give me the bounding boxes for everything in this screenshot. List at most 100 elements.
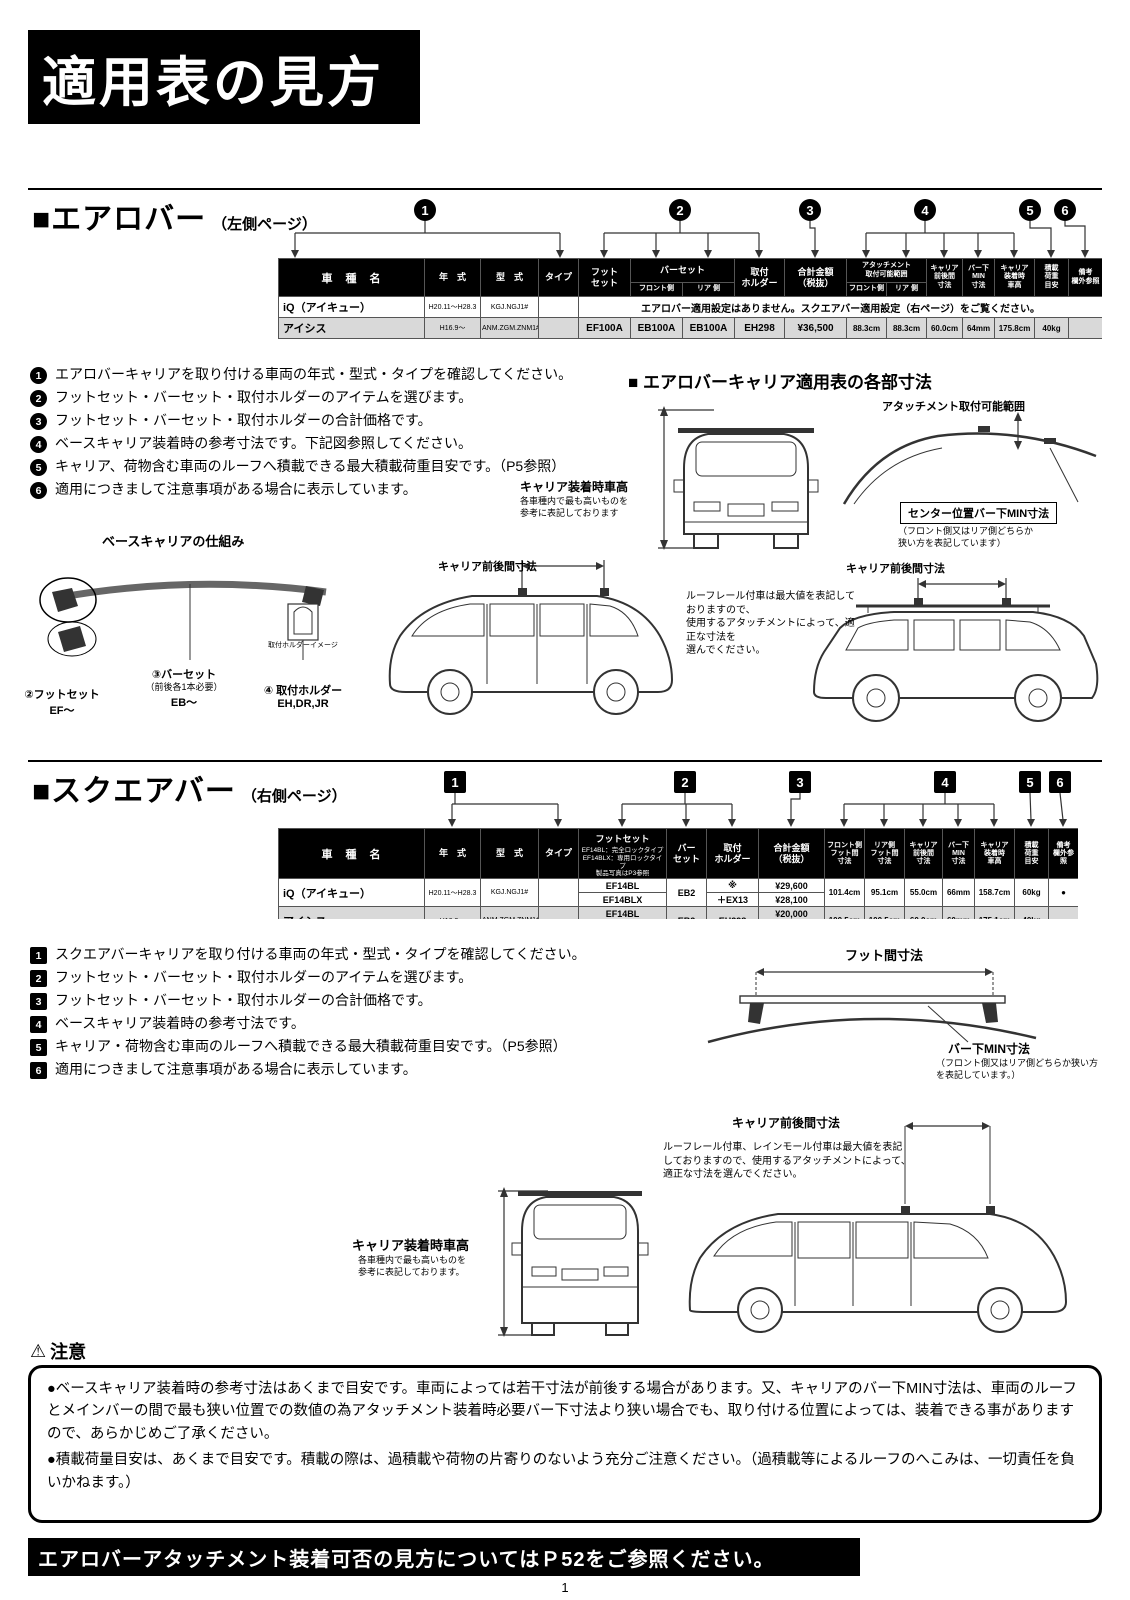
- col-header-model: 型 式: [480, 828, 539, 880]
- holder-image-caption: 取付ホルダーイメージ: [268, 642, 338, 649]
- square-callout-4: 4: [934, 771, 956, 793]
- caution-item: ●ベースキャリア装着時の参考寸法はあくまで目安です。車両によっては若干寸法が前後…: [47, 1381, 1077, 1442]
- vehicle-type: [538, 878, 579, 908]
- caution-item: ●積載荷量目安は、あくまで目安です。積載の際は、過積載や荷物の片寄りのないよう充…: [47, 1452, 1075, 1491]
- square-carrier-height-label: キャリア装着時車高: [352, 1238, 470, 1253]
- col-header-carrier-span: キャリア 前後間 寸法: [904, 828, 943, 880]
- note-number-badge: 1: [30, 947, 47, 964]
- rear-foot-span-value: 100.5cm: [864, 906, 905, 919]
- bar-set-legend: ③バーセット （前後各1本必要） EB～: [126, 666, 242, 710]
- holder-legend-code: EH,DR,JR: [277, 698, 329, 710]
- square-side-view-minivan-diagram: [688, 1122, 1068, 1333]
- holder-legend-label: ④ 取付ホルダー: [263, 685, 343, 697]
- square-table-wrap: 車 種 名 年 式 型 式 タイプ フットセット EF14BL：完全ロックタイプ…: [278, 828, 1078, 919]
- vehicle-year: H16.9～: [424, 906, 481, 919]
- square-front-view-car-diagram: [498, 1187, 649, 1337]
- square-callout-3: 3: [789, 771, 811, 793]
- note-number-badge: 4: [30, 436, 47, 453]
- col-header-holder: 取付 ホルダー: [706, 828, 759, 880]
- bar-min-value: 64mm: [962, 317, 996, 339]
- aero-callout-3: 3: [799, 199, 821, 221]
- col-header-rear-foot-span: リア側 フット間 寸法: [864, 828, 905, 880]
- note-text: フットセット・バーセット・取付ホルダーの合計価格です。: [55, 412, 432, 428]
- carrier-span-label-left: キャリア前後間寸法: [438, 561, 537, 573]
- vehicle-model: ANM.ZGM.ZNM1#: [480, 906, 539, 919]
- vehicle-type: [538, 906, 579, 919]
- aero-table-row-isis: アイシス H16.9～ ANM.ZGM.ZNM1# EF100A EB100A …: [278, 317, 1102, 339]
- holder-code: EH298: [734, 317, 786, 339]
- square-callout-1: 1: [444, 771, 466, 793]
- col-header-bar-front: フロント側: [630, 282, 683, 297]
- aero-dimensions-heading: ■ エアロバーキャリア適用表の各部寸法: [628, 373, 932, 392]
- load-value: 40kg: [1014, 906, 1049, 919]
- attach-rear-value: 88.3cm: [886, 317, 928, 339]
- note-number-badge: 5: [30, 1039, 47, 1056]
- no-setting-message: エアロバー適用設定はありません。スクエアバー適用設定（右ページ）をご覧ください。: [577, 296, 1102, 318]
- col-header-year: 年 式: [424, 828, 481, 880]
- col-header-holder: 取付 ホルダー: [734, 258, 786, 297]
- total-price: ¥29,600: [758, 878, 825, 894]
- list-item: 1 スクエアバーキャリアを取り付ける車両の年式・型式・タイプを確認してください。: [30, 946, 650, 964]
- holder-legend: ④ 取付ホルダー EH,DR,JR: [248, 682, 358, 710]
- vehicle-year: H20.11～H28.3: [424, 296, 481, 318]
- note-number-badge: 2: [30, 970, 47, 987]
- caution-heading: ⚠ 注意: [30, 1338, 86, 1364]
- aero-table-row-iq: iQ（アイキュー） H20.11～H28.3 KGJ.NGJ1# エアロバー適用…: [278, 296, 1102, 318]
- col-header-year: 年 式: [424, 258, 481, 297]
- foot-set-legend-code: EF～: [49, 705, 75, 717]
- col-header-total: 合計金額 （税抜）: [784, 258, 848, 297]
- center-bar-min-note: （フロント側又はリア側どちらか 狭い方を表記しています）: [898, 526, 1034, 548]
- square-carrier-span-label: キャリア前後間寸法: [732, 1116, 841, 1130]
- square-section-subtitle: （右側ページ）: [241, 788, 347, 805]
- height-value: 158.7cm: [974, 878, 1015, 908]
- col-header-bar-rear: リア 側: [681, 282, 736, 297]
- col-header-bar-min: バー下 MIN 寸法: [962, 258, 996, 297]
- col-header-type: タイプ: [538, 258, 579, 297]
- total-price: ¥28,100: [758, 892, 825, 908]
- note-number-badge: 1: [30, 367, 47, 384]
- foot-span-label: フット間寸法: [845, 948, 924, 963]
- note-number-badge: 5: [30, 459, 47, 476]
- aero-callout-4: 4: [914, 199, 936, 221]
- note-text: スクエアバーキャリアを取り付ける車両の年式・型式・タイプを確認してください。: [55, 946, 586, 962]
- front-view-car-diagram: [658, 406, 819, 550]
- col-header-remarks: 備考 欄外参照: [1068, 258, 1102, 297]
- square-table-row-isis-1: アイシス H16.9～ ANM.ZGM.ZNM1# EF14BL EB2 EH2…: [278, 906, 1078, 919]
- caution-box: ●ベースキャリア装着時の参考寸法はあくまで目安です。車両によっては若干寸法が前後…: [28, 1365, 1102, 1523]
- foot-set-code: EF14BL: [578, 906, 667, 919]
- aero-callout-6: 6: [1054, 199, 1076, 221]
- square-roofrail-note: ルーフレール付車、レインモール付車は最大値を表記 しておりますので、使用するアタ…: [663, 1142, 911, 1180]
- height-value: 175.8cm: [994, 317, 1036, 339]
- warning-icon: ⚠: [30, 1340, 47, 1361]
- note-number-badge: 6: [30, 1062, 47, 1079]
- col-header-attach-rear: リア 側: [886, 282, 928, 297]
- total-price: ¥36,500: [784, 317, 848, 339]
- front-foot-span-value: 100.5cm: [824, 906, 865, 919]
- caution-heading-text: 注意: [50, 1342, 87, 1362]
- bar-set-legend-label: ③バーセット: [151, 669, 217, 681]
- note-text: 適用につきまして注意事項がある場合に表示しています。: [55, 1061, 417, 1077]
- foot-set-legend: ②フットセット EF～: [12, 686, 112, 718]
- roof-cross-section-diagram: [707, 968, 1037, 1044]
- carrier-height-note: 各車種内で最も高いものを 参考に表記しております: [520, 496, 629, 518]
- vehicle-model: KGJ.NGJ1#: [480, 296, 539, 318]
- attachment-range-label: アタッチメント取付可能範囲: [882, 401, 1025, 413]
- note-number-badge: 3: [30, 413, 47, 430]
- list-item: 3 フットセット・バーセット・取付ホルダーの合計価格です。: [30, 412, 630, 430]
- col-header-attach-range: アタッチメント 取付可能範囲: [846, 258, 928, 283]
- aero-callout-lines: [291, 221, 1089, 258]
- roof-closeup-diagram: [842, 412, 1097, 505]
- carrier-span-value: 60.0cm: [904, 906, 943, 919]
- note-number-badge: 6: [30, 482, 47, 499]
- vehicle-type: [538, 317, 579, 339]
- square-application-table: 車 種 名 年 式 型 式 タイプ フットセット EF14BL：完全ロックタイプ…: [278, 828, 1078, 919]
- note-number-badge: 2: [30, 390, 47, 407]
- list-item: 6 適用につきまして注意事項がある場合に表示しています。: [30, 1061, 650, 1079]
- foot-set-legend-label: ②フットセット: [24, 689, 100, 701]
